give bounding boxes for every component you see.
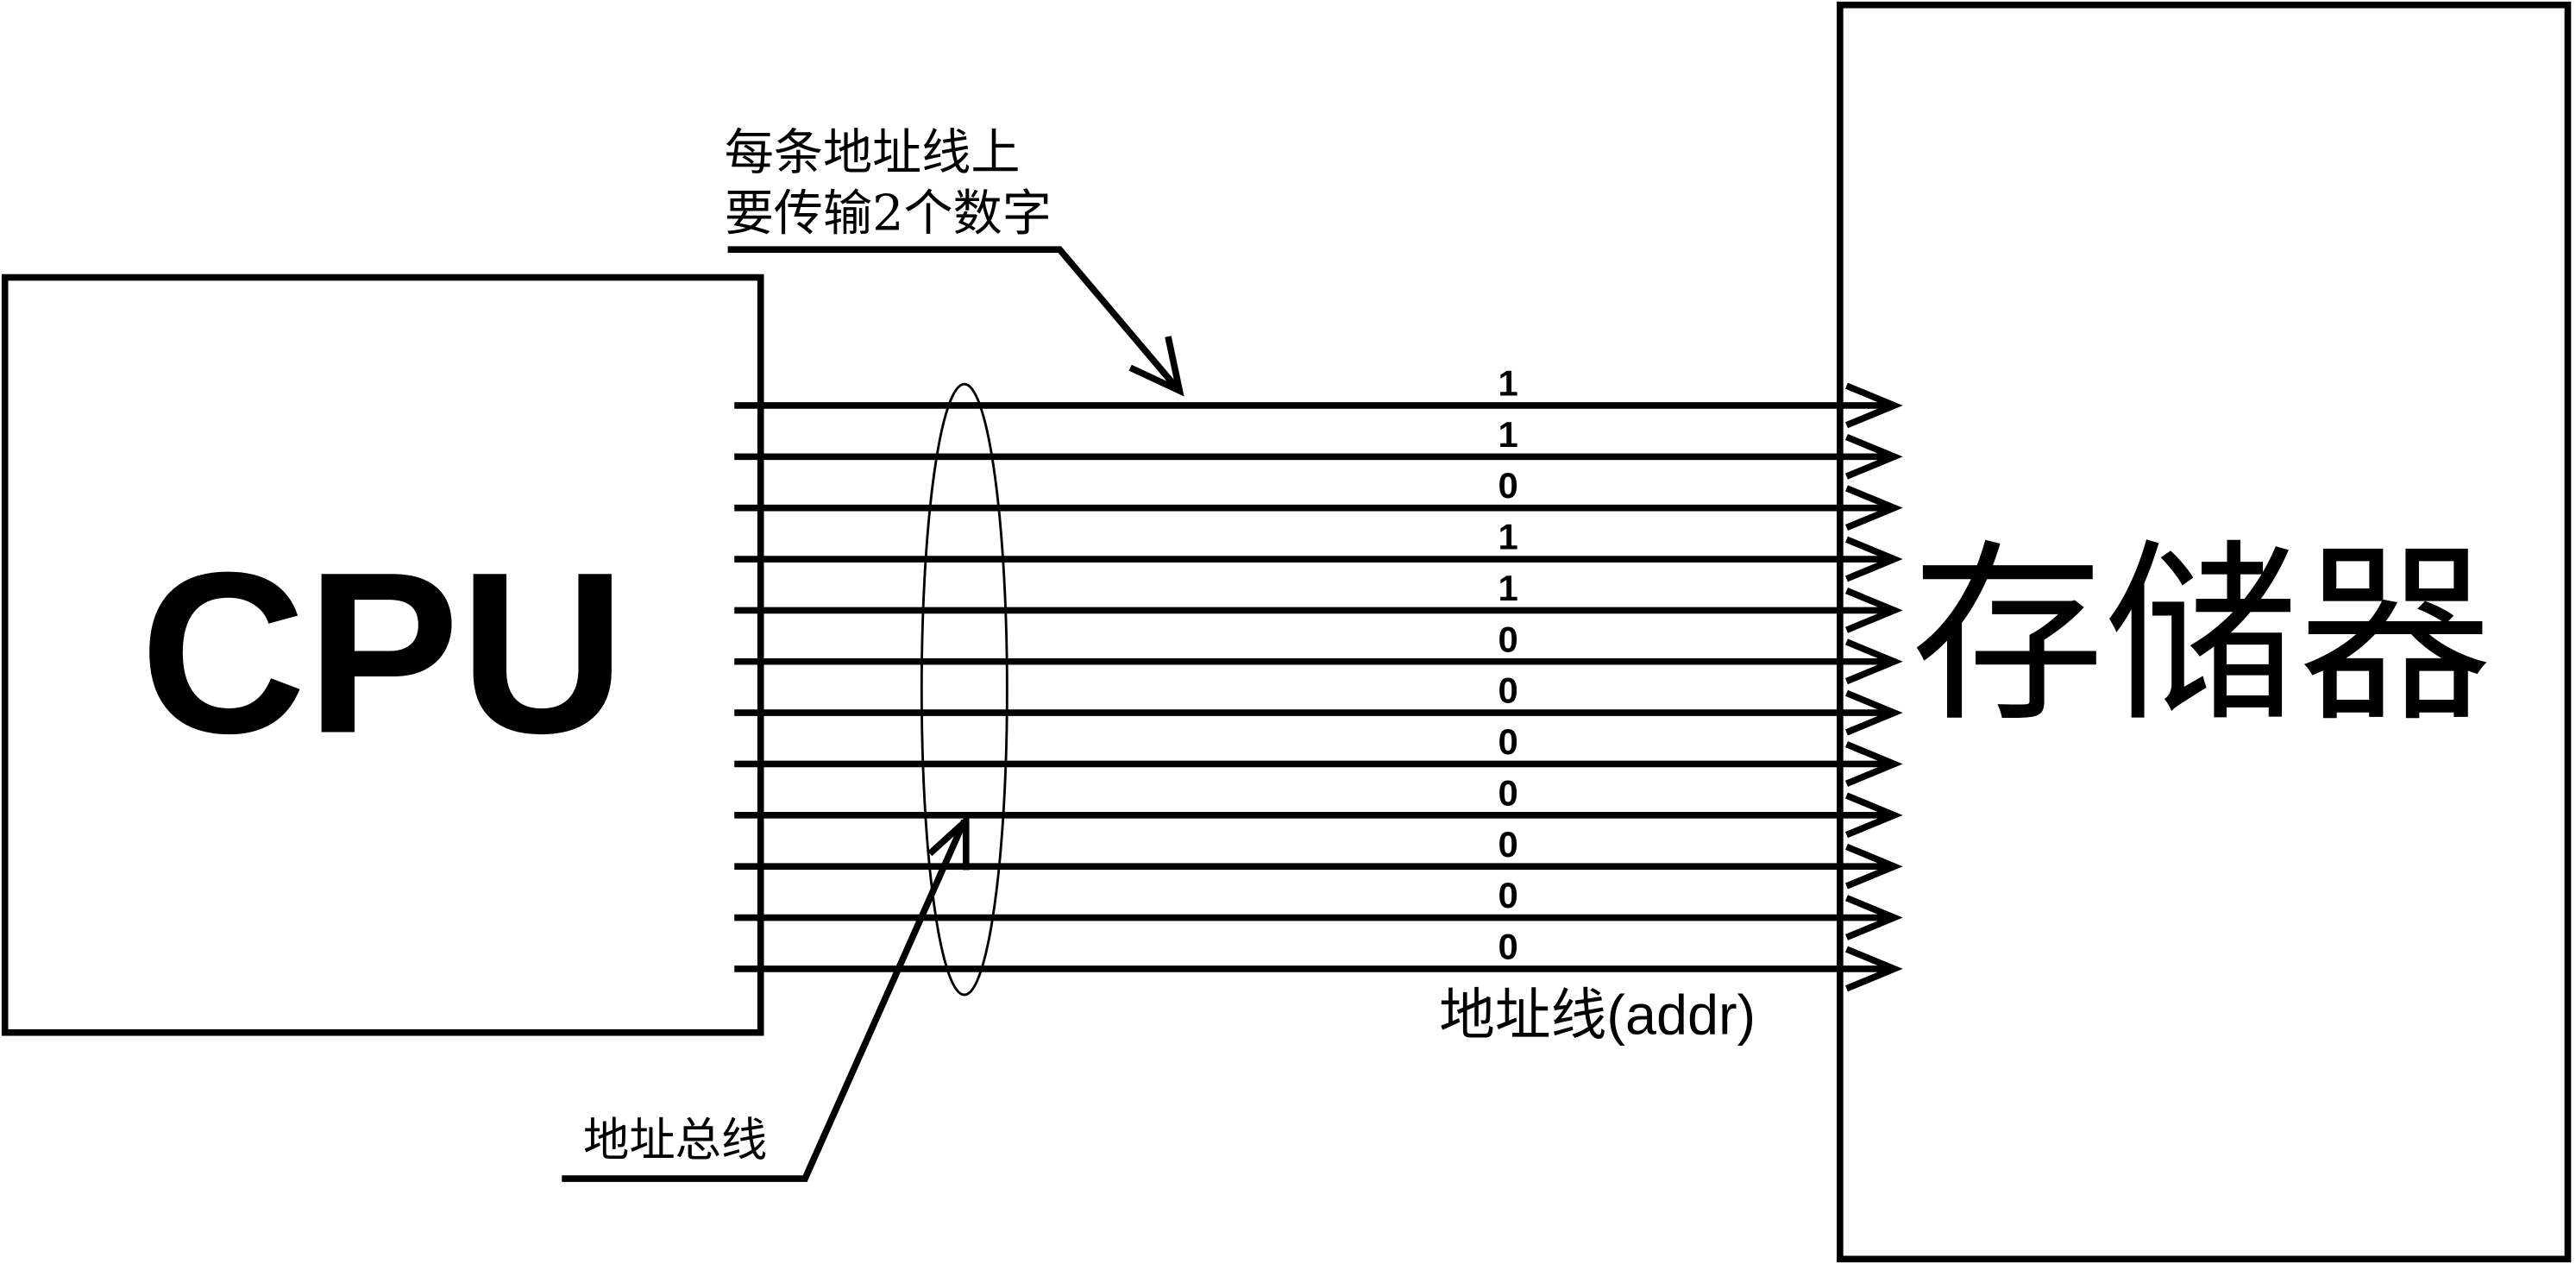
arrowhead-icon [1845, 741, 1903, 787]
address-line: 1 [734, 517, 1903, 582]
bit-value: 0 [1498, 721, 1518, 762]
address-line: 0 [734, 772, 1903, 839]
annotation-bottom-arrow-icon [562, 813, 970, 1182]
memory-box [1837, 1, 2572, 1263]
arrowhead-icon [1845, 638, 1903, 685]
bit-value: 1 [1498, 517, 1518, 557]
address-line-label: 地址线(addr) [1439, 984, 1756, 1047]
arrowhead-icon [1845, 843, 1903, 890]
annotation-top-line1: 每条地址线上 [725, 124, 1021, 181]
address-line: 0 [734, 875, 1903, 940]
bit-value: 0 [1498, 875, 1518, 915]
cpu-box [1, 274, 764, 1036]
memory-label: 存储器 [1911, 523, 2492, 748]
arrowhead-icon [1845, 895, 1903, 940]
address-line: 1 [734, 363, 1903, 429]
cpu-label: CPU [140, 525, 625, 782]
address-line: 0 [734, 824, 1903, 890]
arrowhead-icon [1845, 588, 1903, 633]
annotation-top-line2: 要传输2个数字 [725, 185, 1052, 242]
bit-value: 0 [1498, 465, 1518, 506]
address-line: 0 [734, 619, 1903, 685]
arrowhead-icon [1845, 689, 1903, 736]
address-line: 0 [734, 670, 1903, 736]
bit-value: 0 [1498, 824, 1518, 865]
address-line: 1 [734, 414, 1903, 480]
bit-value: 0 [1498, 670, 1518, 711]
arrowhead-icon [1845, 433, 1903, 480]
arrowhead-icon [1845, 382, 1903, 429]
bus-ellipse [920, 382, 1008, 997]
bit-value: 1 [1498, 414, 1518, 455]
bit-value: 0 [1498, 772, 1518, 813]
address-line: 0 [734, 721, 1903, 787]
arrowhead-icon [1845, 536, 1903, 582]
arrowhead-icon [1845, 792, 1903, 839]
bit-value: 1 [1498, 363, 1518, 404]
bit-value: 0 [1498, 927, 1518, 967]
address-line: 1 [734, 568, 1903, 633]
address-line: 0 [734, 465, 1903, 531]
arrowhead-icon [1845, 485, 1903, 531]
annotation-bottom-label: 地址总线 [583, 1113, 767, 1167]
bit-value: 0 [1498, 619, 1518, 659]
address-line: 0 [734, 927, 1903, 992]
bit-value: 1 [1498, 568, 1518, 608]
arrowhead-icon [1845, 946, 1903, 992]
address-bus: 1 1 0 1 1 0 0 0 0 0 0 0 [734, 363, 1903, 992]
annotation-top-arrow-icon [727, 246, 1184, 397]
